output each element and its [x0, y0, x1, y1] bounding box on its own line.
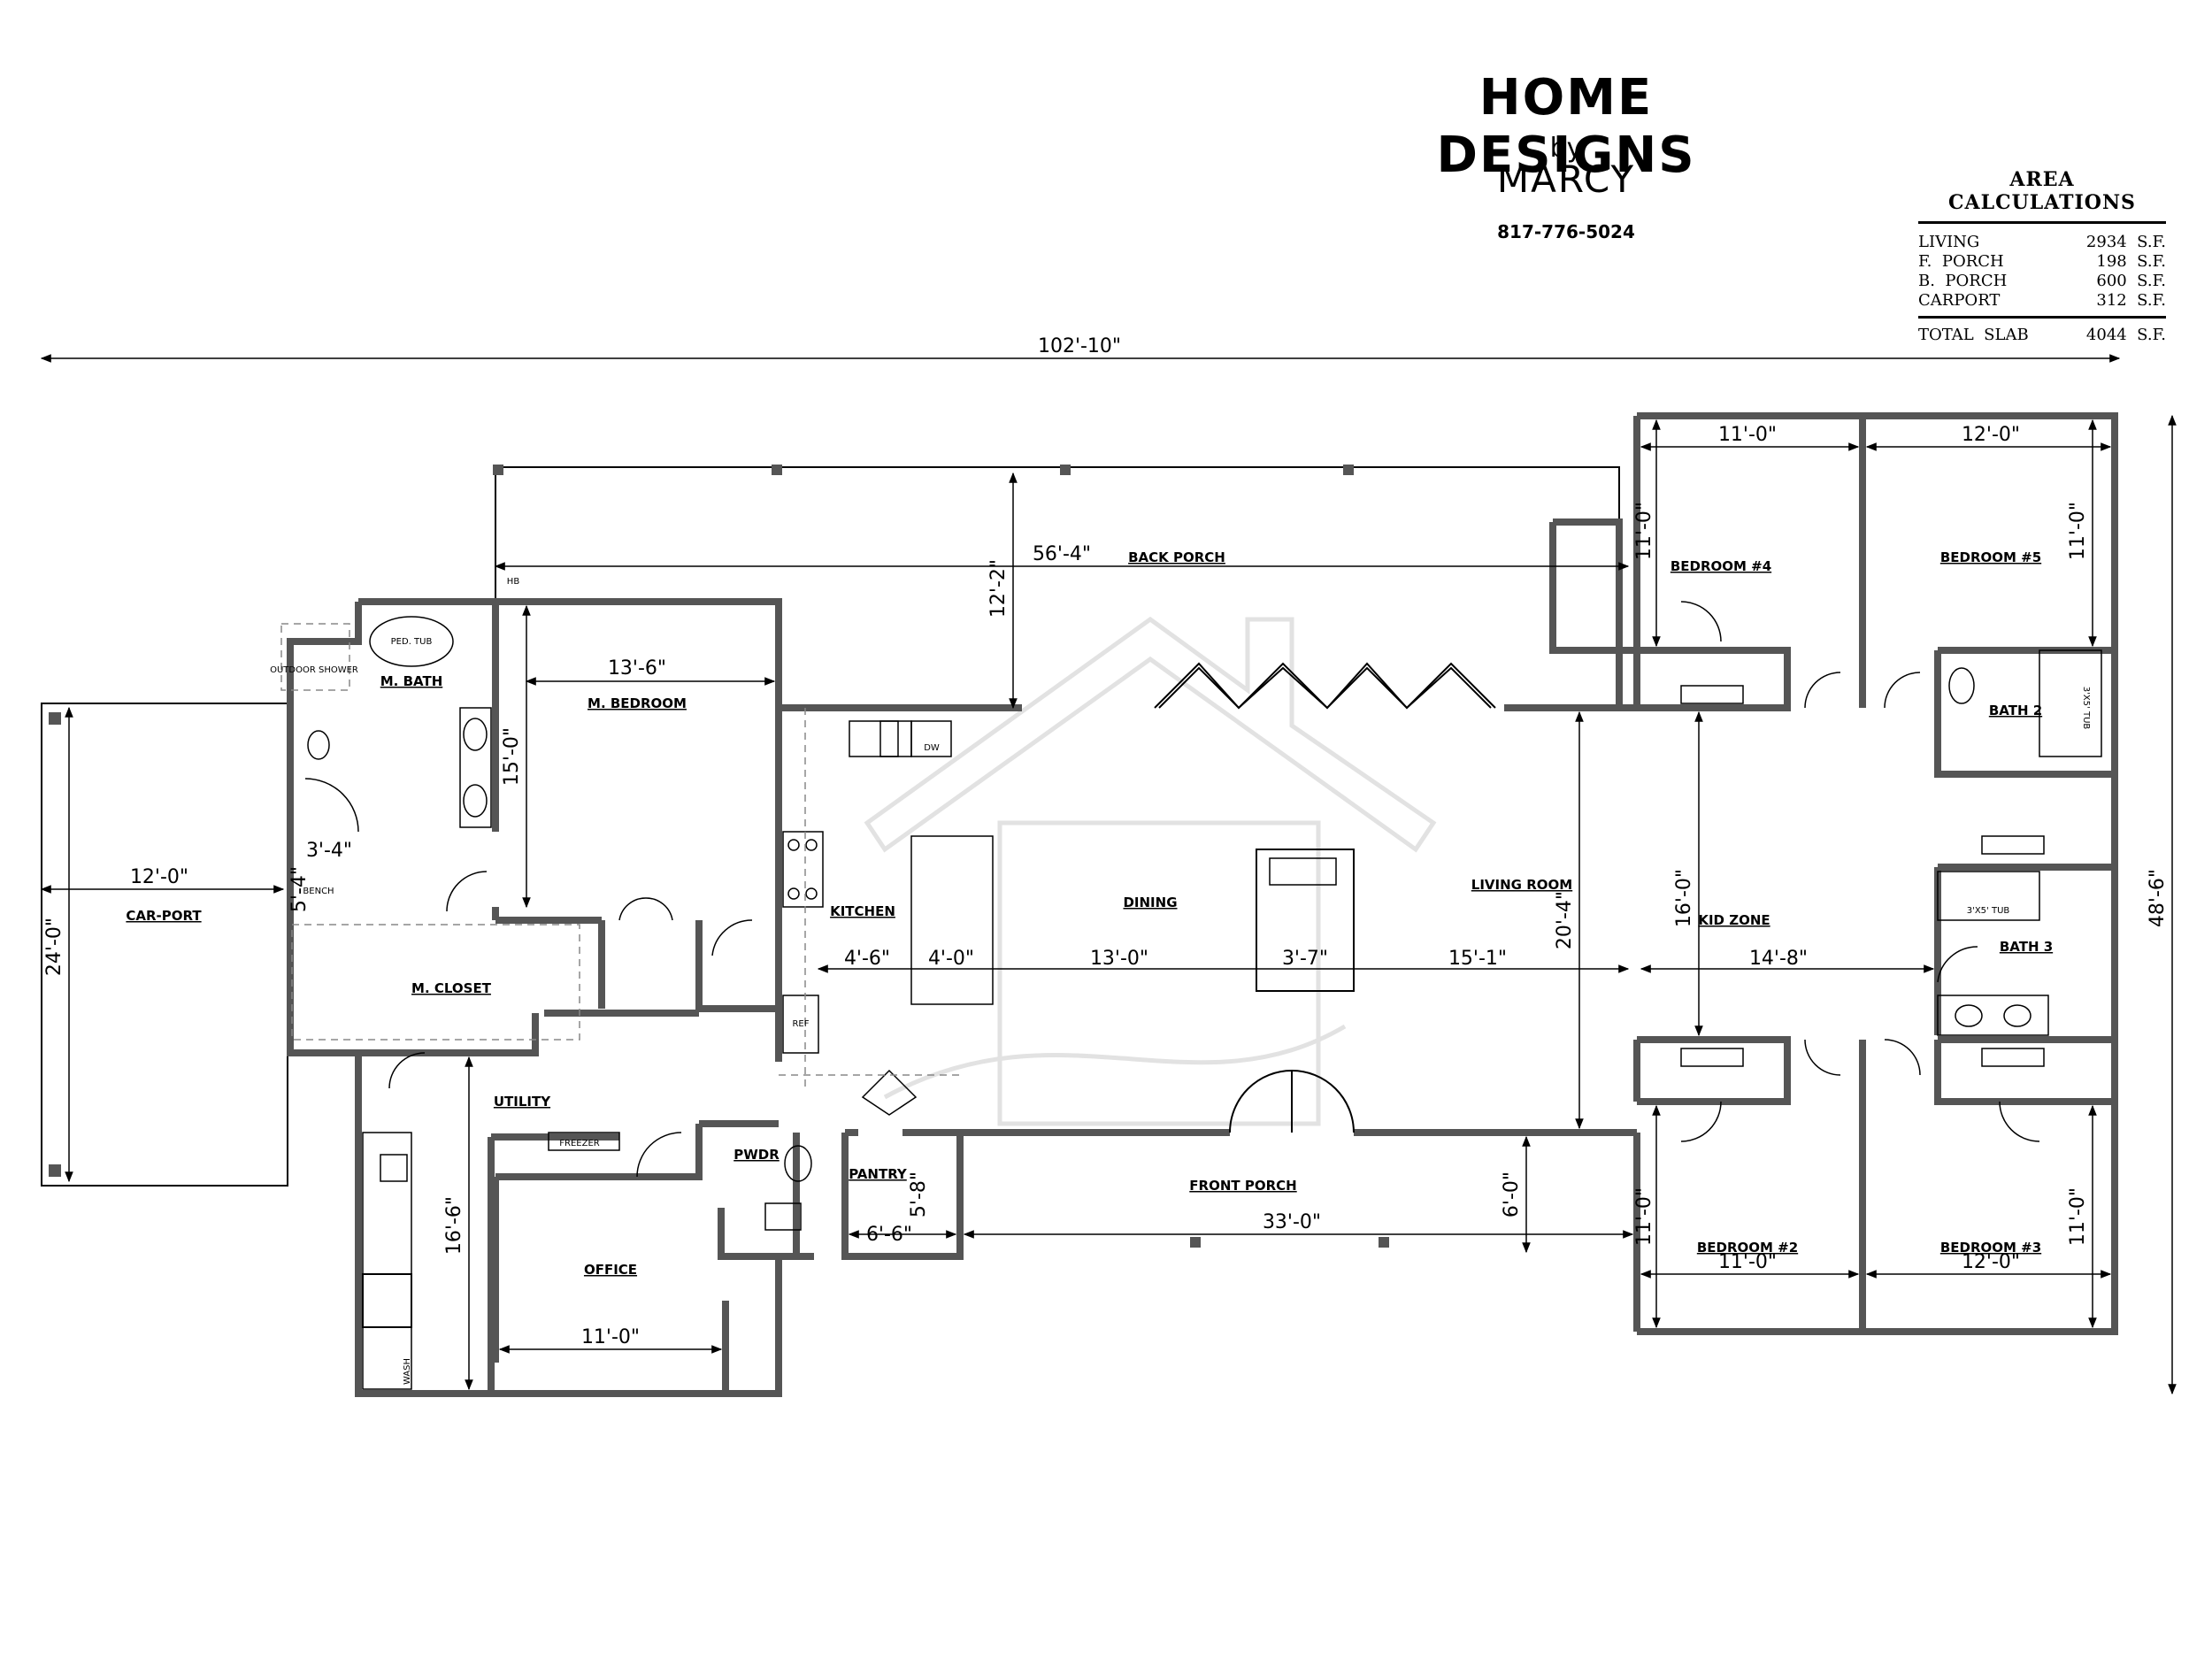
area-value: 198 S.F. — [2096, 252, 2166, 271]
area-label: F. PORCH — [1918, 252, 2004, 271]
room-bedroom-4: BEDROOM #4 — [1671, 558, 1771, 574]
tub-bath-2-label: 3'X5' TUB — [2081, 687, 2091, 730]
outdoor-shower-label: OUTDOOR SHOWER — [270, 665, 358, 675]
area-value: 312 S.F. — [2096, 291, 2166, 310]
area-rows: LIVING 2934 S.F. F. PORCH 198 S.F. B. PO… — [1918, 224, 2166, 319]
area-row-back-porch: B. PORCH 600 S.F. — [1918, 272, 2166, 291]
dim-shower-a: 3'-4" — [306, 840, 352, 862]
brand-title: HOME DESIGNS — [1436, 69, 1696, 184]
area-title: AREA CALCULATIONS — [1918, 168, 2166, 224]
back-porch — [493, 465, 1620, 602]
area-label: B. PORCH — [1918, 272, 2008, 290]
dim-front-porch-width: 33'-0" — [1263, 1211, 1321, 1233]
area-label: LIVING — [1918, 233, 1980, 251]
room-bedroom-3: BEDROOM #3 — [1940, 1240, 2041, 1256]
tub-bath-3-label: 3'X5' TUB — [1967, 906, 2010, 916]
area-total-label: TOTAL SLAB — [1918, 326, 2029, 344]
dim-kid-zone-depth: 16'-0" — [1673, 869, 1695, 927]
dim-utility-depth: 16'-6" — [443, 1196, 465, 1255]
dim-back-porch-width: 56'-4" — [1033, 543, 1091, 565]
door-swings — [304, 601, 2040, 1178]
dim-front-porch-depth: 6'-0" — [1501, 1171, 1523, 1217]
hose-bib-label: HB — [507, 577, 520, 587]
area-value: 2934 S.F. — [2085, 233, 2166, 251]
dim-fireplace: 3'-7" — [1282, 948, 1328, 970]
dim-bed2-width: 11'-0" — [1718, 1251, 1777, 1273]
room-utility: UTILITY — [494, 1094, 551, 1110]
wash-label: WASH — [403, 1358, 412, 1385]
dim-office-width: 11'-0" — [581, 1326, 640, 1348]
room-m-bath: M. BATH — [380, 673, 443, 689]
dim-carport-width: 12'-0" — [130, 866, 188, 888]
room-bedroom-5: BEDROOM #5 — [1940, 549, 2041, 565]
dim-kid-zone-width: 14'-8" — [1749, 948, 1808, 970]
dim-m-bedroom-depth: 15'-0" — [501, 727, 523, 786]
room-bedroom-2: BEDROOM #2 — [1697, 1240, 1798, 1256]
area-row-carport: CARPORT 312 S.F. — [1918, 291, 2166, 311]
ped-tub-label: PED. TUB — [391, 637, 433, 647]
room-pantry: PANTRY — [849, 1166, 908, 1182]
dim-carport-depth: 24'-0" — [43, 918, 65, 976]
dim-shower-b: 5'-4" — [288, 866, 311, 912]
dim-bed4-depth: 11'-0" — [1633, 502, 1655, 560]
front-door — [1229, 1069, 1355, 1133]
room-carport: CAR-PORT — [126, 908, 202, 924]
dim-bed5-width: 12'-0" — [1962, 424, 2020, 446]
dimension-lines — [40, 354, 2177, 1395]
room-office: OFFICE — [584, 1262, 637, 1278]
dim-living-depth: 20'-4" — [1554, 891, 1576, 949]
ref-label: REF — [792, 1019, 809, 1029]
brand-name: MARCY — [1496, 157, 1636, 201]
room-pwdr: PWDR — [733, 1147, 780, 1163]
dw-label: DW — [924, 743, 940, 753]
brand-phone: 817-776-5024 — [1497, 221, 1635, 242]
fixtures — [307, 616, 2102, 1390]
area-row-living: LIVING 2934 S.F. — [1918, 233, 2166, 252]
bench-label: BENCH — [303, 887, 334, 896]
carport — [41, 703, 288, 1187]
dashed-lines — [280, 623, 960, 1088]
dim-overall-depth: 48'-6" — [2147, 869, 2169, 927]
dimension-labels: 102'-10" 48'-6" 12'-0" 24'-0" 56'-4" 12'… — [43, 335, 2169, 1348]
dim-pantry-depth: 5'-8" — [908, 1171, 930, 1217]
brand-by: by — [1549, 133, 1583, 164]
room-m-closet: M. CLOSET — [411, 980, 492, 996]
dim-bed3-width: 12'-0" — [1962, 1251, 2020, 1273]
dim-pantry-width: 6'-6" — [866, 1224, 912, 1246]
room-living-room: LIVING ROOM — [1471, 877, 1572, 893]
room-back-porch: BACK PORCH — [1128, 549, 1225, 565]
area-calculations: AREA CALCULATIONS LIVING 2934 S.F. F. PO… — [1918, 168, 2166, 344]
dim-bed2-depth: 11'-0" — [1633, 1187, 1655, 1246]
bifold-doors — [1154, 662, 1496, 710]
dim-dining: 13'-0" — [1090, 948, 1148, 970]
room-dining: DINING — [1123, 895, 1177, 910]
room-bath-3: BATH 3 — [2000, 939, 2053, 955]
dim-kitchen-b: 4'-0" — [928, 948, 974, 970]
area-total-value: 4044 S.F. — [2085, 326, 2166, 344]
front-porch-posts — [1190, 1237, 1389, 1248]
freezer-label: FREEZER — [559, 1139, 600, 1148]
room-bath-2: BATH 2 — [1989, 703, 2042, 718]
dim-bed5-depth: 11'-0" — [2067, 502, 2089, 560]
dim-overall-width: 102'-10" — [1038, 335, 1121, 357]
area-row-front-porch: F. PORCH 198 S.F. — [1918, 252, 2166, 272]
area-value: 600 S.F. — [2096, 272, 2166, 290]
watermark-logo — [864, 616, 1437, 1126]
area-total: TOTAL SLAB 4044 S.F. — [1918, 319, 2166, 344]
dim-back-porch-depth: 12'-2" — [987, 559, 1010, 618]
dim-bed4-width: 11'-0" — [1718, 424, 1777, 446]
room-labels: CAR-PORT M. BATH PED. TUB OUTDOOR SHOWER… — [126, 549, 2091, 1385]
area-label: CARPORT — [1918, 291, 2001, 310]
dim-bed3-depth: 11'-0" — [2067, 1187, 2089, 1246]
dim-living: 15'-1" — [1448, 948, 1507, 970]
dim-kitchen-a: 4'-6" — [844, 948, 890, 970]
dim-m-bedroom-width: 13'-6" — [608, 657, 666, 680]
room-front-porch: FRONT PORCH — [1189, 1178, 1296, 1194]
room-kitchen: KITCHEN — [830, 903, 895, 919]
room-kid-zone: KID ZONE — [1698, 912, 1770, 928]
room-m-bedroom: M. BEDROOM — [588, 695, 687, 711]
